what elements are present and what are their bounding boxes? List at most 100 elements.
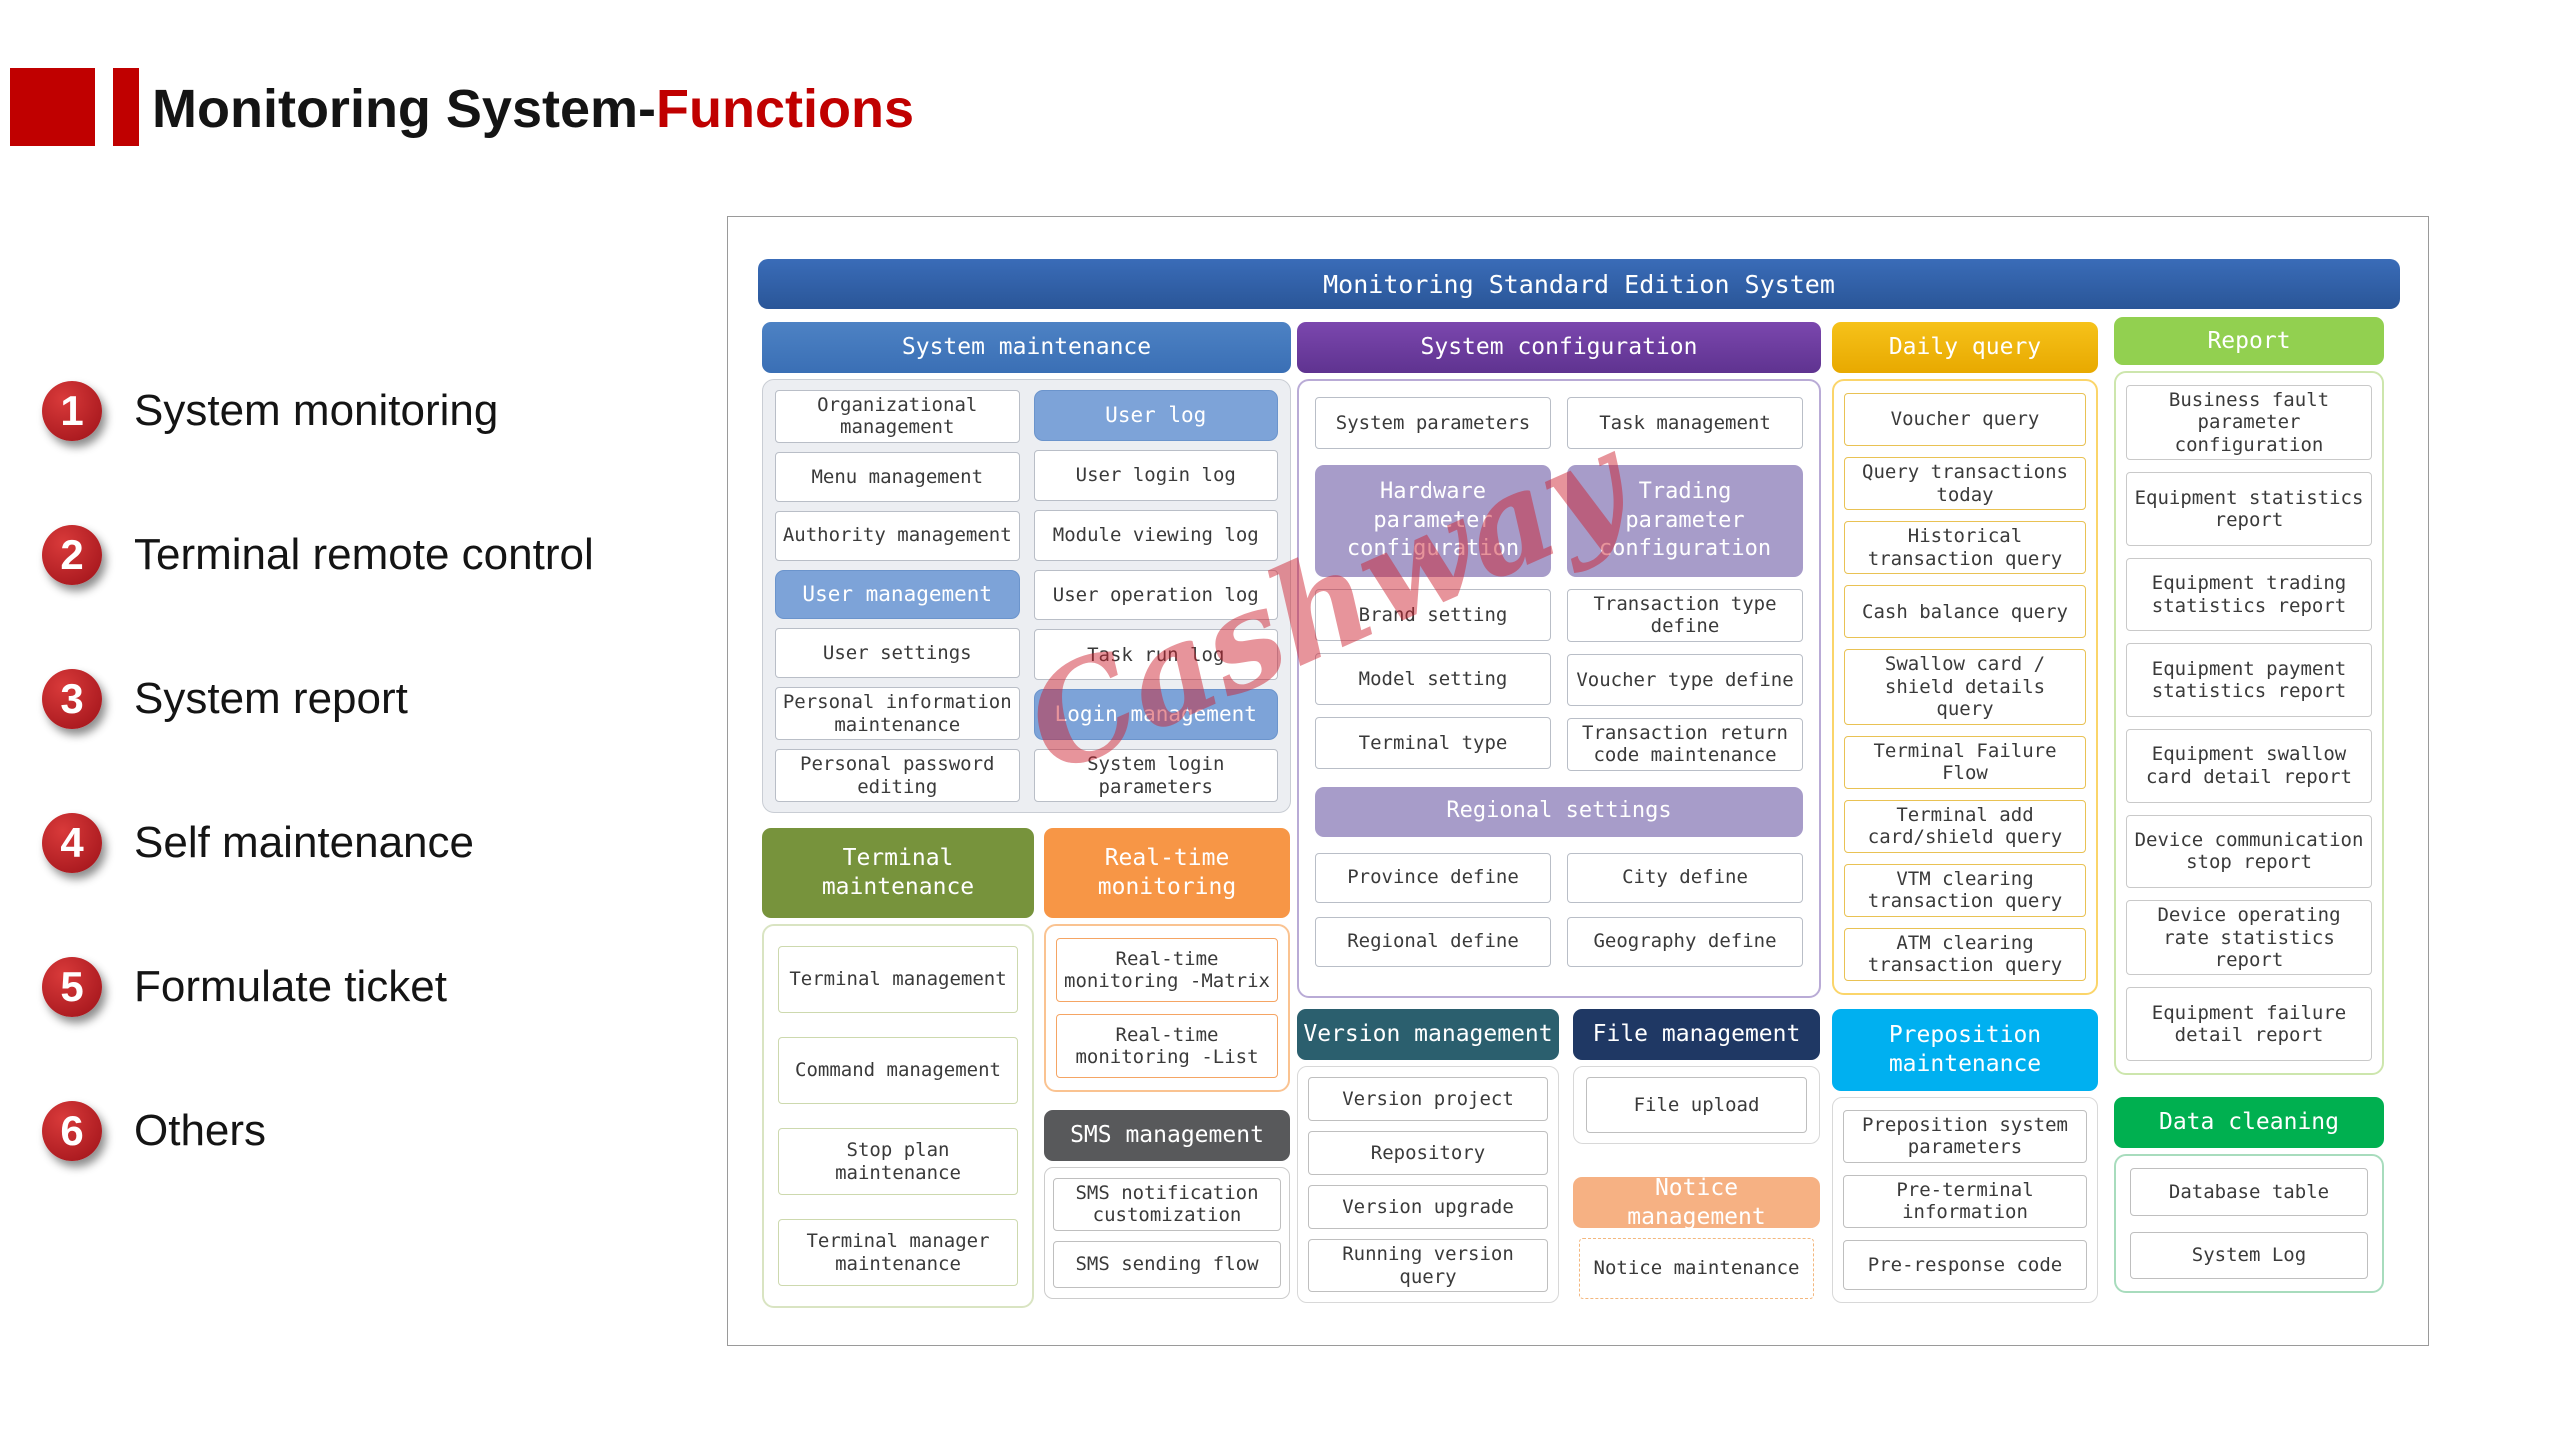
legend-number-badge: 3 — [42, 669, 102, 729]
legend-label: Formulate ticket — [134, 962, 447, 1011]
hardware-parameter-group: Hardware parameter configuration Brand s… — [1315, 465, 1551, 771]
file-management-body: File upload — [1573, 1066, 1820, 1144]
cell-version-upgrade: Version upgrade — [1308, 1185, 1548, 1230]
panel-header-sms-management: SMS management — [1044, 1110, 1290, 1161]
panel-system-maintenance: System maintenance Organizational manage… — [762, 322, 1291, 813]
trading-parameter-group: Trading parameter configuration Transact… — [1567, 465, 1803, 771]
cell-sms-notification-customization: SMS notification customization — [1053, 1178, 1281, 1231]
cell-terminal-manager-maintenance: Terminal manager maintenance — [778, 1219, 1018, 1286]
cell-personal-password-editing: Personal password editing — [775, 749, 1020, 802]
cell-stop-plan-maintenance: Stop plan maintenance — [778, 1128, 1018, 1195]
cell-terminal-type: Terminal type — [1315, 717, 1551, 769]
cell-model-setting: Model setting — [1315, 653, 1551, 705]
cell-terminal-failure-flow: Terminal Failure Flow — [1844, 735, 2086, 789]
legend-label: Others — [134, 1106, 267, 1155]
cell-login-management: Login management — [1033, 689, 1278, 741]
hardware-parameter-header: Hardware parameter configuration — [1315, 465, 1551, 577]
legend-item-5: 5 Formulate ticket — [42, 956, 594, 1018]
cell-module-viewing-log: Module viewing log — [1033, 509, 1278, 561]
cell-repository: Repository — [1308, 1131, 1548, 1176]
panel-header-preposition-maintenance: Preposition maintenance — [1832, 1009, 2098, 1091]
legend-number-badge: 2 — [42, 525, 102, 585]
cell-preposition-system-parameters: Preposition system parameters — [1843, 1110, 2087, 1163]
legend-item-6: 6 Others — [42, 1100, 594, 1162]
regional-settings-header: Regional settings — [1315, 786, 1803, 837]
cell-regional-define: Regional define — [1315, 916, 1551, 967]
cell-pre-terminal-information: Pre-terminal information — [1843, 1174, 2087, 1228]
legend-number-badge: 6 — [42, 1101, 102, 1161]
legend-number-badge: 4 — [42, 813, 102, 873]
cell-device-operating-rate-statistics-report: Device operating rate statistics report — [2126, 900, 2372, 976]
panel-realtime-monitoring: Real-time monitoring Real-time monitorin… — [1044, 828, 1290, 1092]
cell-running-version-query: Running version query — [1308, 1239, 1548, 1292]
legend-number-badge: 5 — [42, 957, 102, 1017]
panel-notice-management: Notice management Notice maintenance — [1573, 1175, 1820, 1303]
cell-user-operation-log: User operation log — [1033, 569, 1278, 621]
cell-transaction-return-code-maintenance: Transaction return code maintenance — [1567, 717, 1803, 771]
page-title-red: Functions — [656, 79, 914, 139]
logo-square-icon — [10, 68, 95, 146]
cell-equipment-failure-detail-report: Equipment failure detail report — [2126, 987, 2372, 1061]
cell-geography-define: Geography define — [1567, 916, 1803, 967]
cell-organizational-management: Organizational management — [775, 390, 1020, 443]
cell-command-management: Command management — [778, 1037, 1018, 1104]
cell-province-define: Province define — [1315, 852, 1551, 903]
panel-header-system-configuration: System configuration — [1297, 322, 1821, 373]
legend-number-badge: 1 — [42, 381, 102, 441]
cell-user-management: User management — [775, 569, 1020, 620]
cell-transaction-type-define: Transaction type define — [1567, 589, 1803, 642]
cell-terminal-management: Terminal management — [778, 946, 1018, 1013]
cell-voucher-type-define: Voucher type define — [1567, 653, 1803, 706]
cell-system-login-parameters: System login parameters — [1033, 749, 1278, 802]
cell-authority-management: Authority management — [775, 510, 1020, 561]
panel-header-realtime-monitoring: Real-time monitoring — [1044, 828, 1290, 918]
cell-business-fault-parameter-configuration: Business fault parameter configuration — [2126, 385, 2372, 461]
cell-menu-management: Menu management — [775, 451, 1020, 502]
cell-user-settings: User settings — [775, 628, 1020, 679]
panel-header-daily-query: Daily query — [1832, 322, 2098, 373]
cell-user-log: User log — [1033, 390, 1278, 441]
cell-city-define: City define — [1567, 852, 1803, 903]
cell-atm-clearing-transaction-query: ATM clearing transaction query — [1844, 927, 2086, 981]
cell-task-run-log: Task run log — [1033, 629, 1278, 681]
legend-item-3: 3 System report — [42, 668, 594, 730]
cell-query-transactions-today: Query transactions today — [1844, 457, 2086, 511]
cell-brand-setting: Brand setting — [1315, 589, 1551, 641]
cell-real-time-monitoring-list: Real-time monitoring -List — [1056, 1014, 1278, 1078]
cell-equipment-payment-statistics-report: Equipment payment statistics report — [2126, 643, 2372, 717]
diagram-title-bar: Monitoring Standard Edition System — [758, 259, 2400, 309]
legend-label: Terminal remote control — [134, 530, 594, 579]
panel-header-data-cleaning: Data cleaning — [2114, 1097, 2384, 1148]
cell-terminal-add-card-shield-query: Terminal add card/shield query — [1844, 799, 2086, 853]
panel-header-version-management: Version management — [1297, 1009, 1559, 1060]
configuration-sub-row: Hardware parameter configuration Brand s… — [1315, 465, 1803, 771]
cell-task-management: Task management — [1567, 397, 1803, 449]
panel-header-system-maintenance: System maintenance — [762, 322, 1291, 373]
cell-vtm-clearing-transaction-query: VTM clearing transaction query — [1844, 863, 2086, 917]
panel-header-report: Report — [2114, 317, 2384, 365]
cell-cash-balance-query: Cash balance query — [1844, 585, 2086, 639]
legend-label: System monitoring — [134, 386, 499, 435]
panel-file-management: File management File upload — [1573, 1009, 1820, 1144]
cell-system-log: System Log — [2130, 1231, 2368, 1279]
cell-historical-transaction-query: Historical transaction query — [1844, 521, 2086, 575]
panel-header-file-management: File management — [1573, 1009, 1820, 1060]
panel-sms-management: SMS management SMS notification customiz… — [1044, 1110, 1290, 1299]
